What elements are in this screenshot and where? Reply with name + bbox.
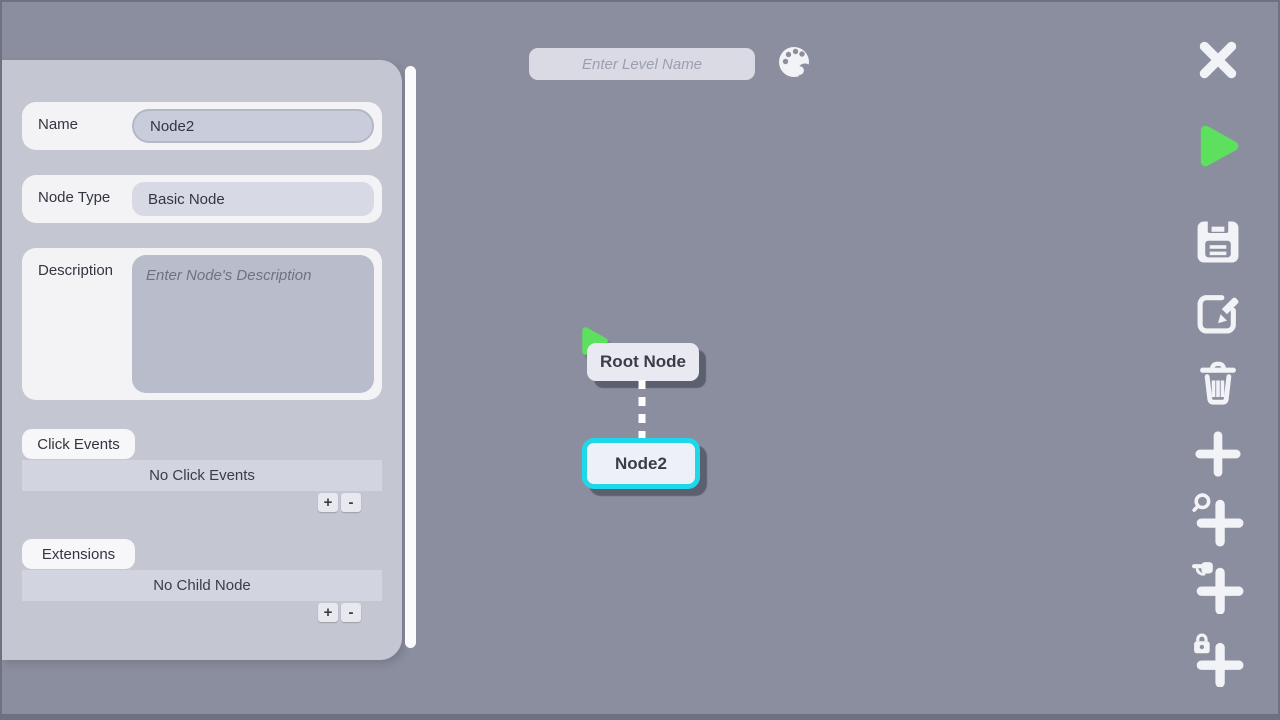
magnifier-add-icon	[1192, 493, 1244, 547]
name-row: Name	[22, 102, 382, 150]
node-inspector-panel: Name Node Type Description Click Events …	[2, 60, 402, 660]
description-input[interactable]	[132, 255, 374, 393]
name-input[interactable]	[132, 109, 374, 143]
description-row: Description	[22, 248, 382, 400]
node-connector	[638, 380, 646, 440]
close-button[interactable]	[1190, 32, 1246, 88]
click-events-header: Click Events	[22, 429, 135, 459]
add-node-button[interactable]	[1190, 426, 1246, 482]
extensions-title: Extensions	[41, 545, 116, 563]
extensions-add-button[interactable]: +	[318, 603, 338, 622]
save-button[interactable]	[1190, 214, 1246, 270]
click-events-empty-text: No Click Events	[149, 467, 255, 484]
play-button[interactable]	[1190, 118, 1246, 174]
delete-button[interactable]	[1190, 355, 1246, 411]
click-events-empty-bar: No Click Events	[22, 460, 382, 491]
node-root-label: Root Node	[600, 352, 686, 371]
panel-scrollbar[interactable]	[405, 66, 416, 648]
click-events-add-button[interactable]: +	[318, 493, 338, 512]
trash-icon	[1200, 361, 1236, 405]
palette-button[interactable]	[774, 43, 814, 83]
extensions-header: Extensions	[22, 539, 135, 569]
click-events-title: Click Events	[37, 435, 120, 453]
lock-add-icon	[1194, 633, 1244, 687]
lock-add-button[interactable]	[1190, 632, 1246, 688]
node-root[interactable]: Root Node	[587, 343, 699, 381]
node-node2-label: Node2	[615, 453, 667, 473]
magnifier-add-button[interactable]	[1190, 492, 1246, 548]
edit-icon	[1197, 295, 1239, 334]
level-name-input[interactable]	[529, 48, 755, 80]
extensions-controls: + -	[318, 603, 361, 622]
name-label: Name	[38, 116, 79, 133]
click-events-remove-button[interactable]: -	[341, 493, 361, 512]
node-type-row: Node Type	[22, 175, 382, 223]
hand-add-icon	[1192, 562, 1244, 614]
palette-icon	[779, 46, 813, 78]
extensions-empty-bar: No Child Node	[22, 570, 382, 601]
save-icon	[1197, 219, 1239, 263]
node-type-input[interactable]	[132, 182, 374, 216]
click-events-controls: + -	[318, 493, 361, 512]
close-icon	[1199, 41, 1237, 79]
hand-add-button[interactable]	[1190, 559, 1246, 615]
node-node2[interactable]: Node2	[582, 438, 700, 489]
description-label: Description	[38, 262, 114, 279]
play-icon	[1200, 125, 1239, 167]
edit-button[interactable]	[1190, 285, 1246, 341]
node-type-label: Node Type	[38, 189, 111, 206]
extensions-remove-button[interactable]: -	[341, 603, 361, 622]
extensions-empty-text: No Child Node	[153, 577, 251, 594]
add-node-icon	[1195, 431, 1241, 477]
